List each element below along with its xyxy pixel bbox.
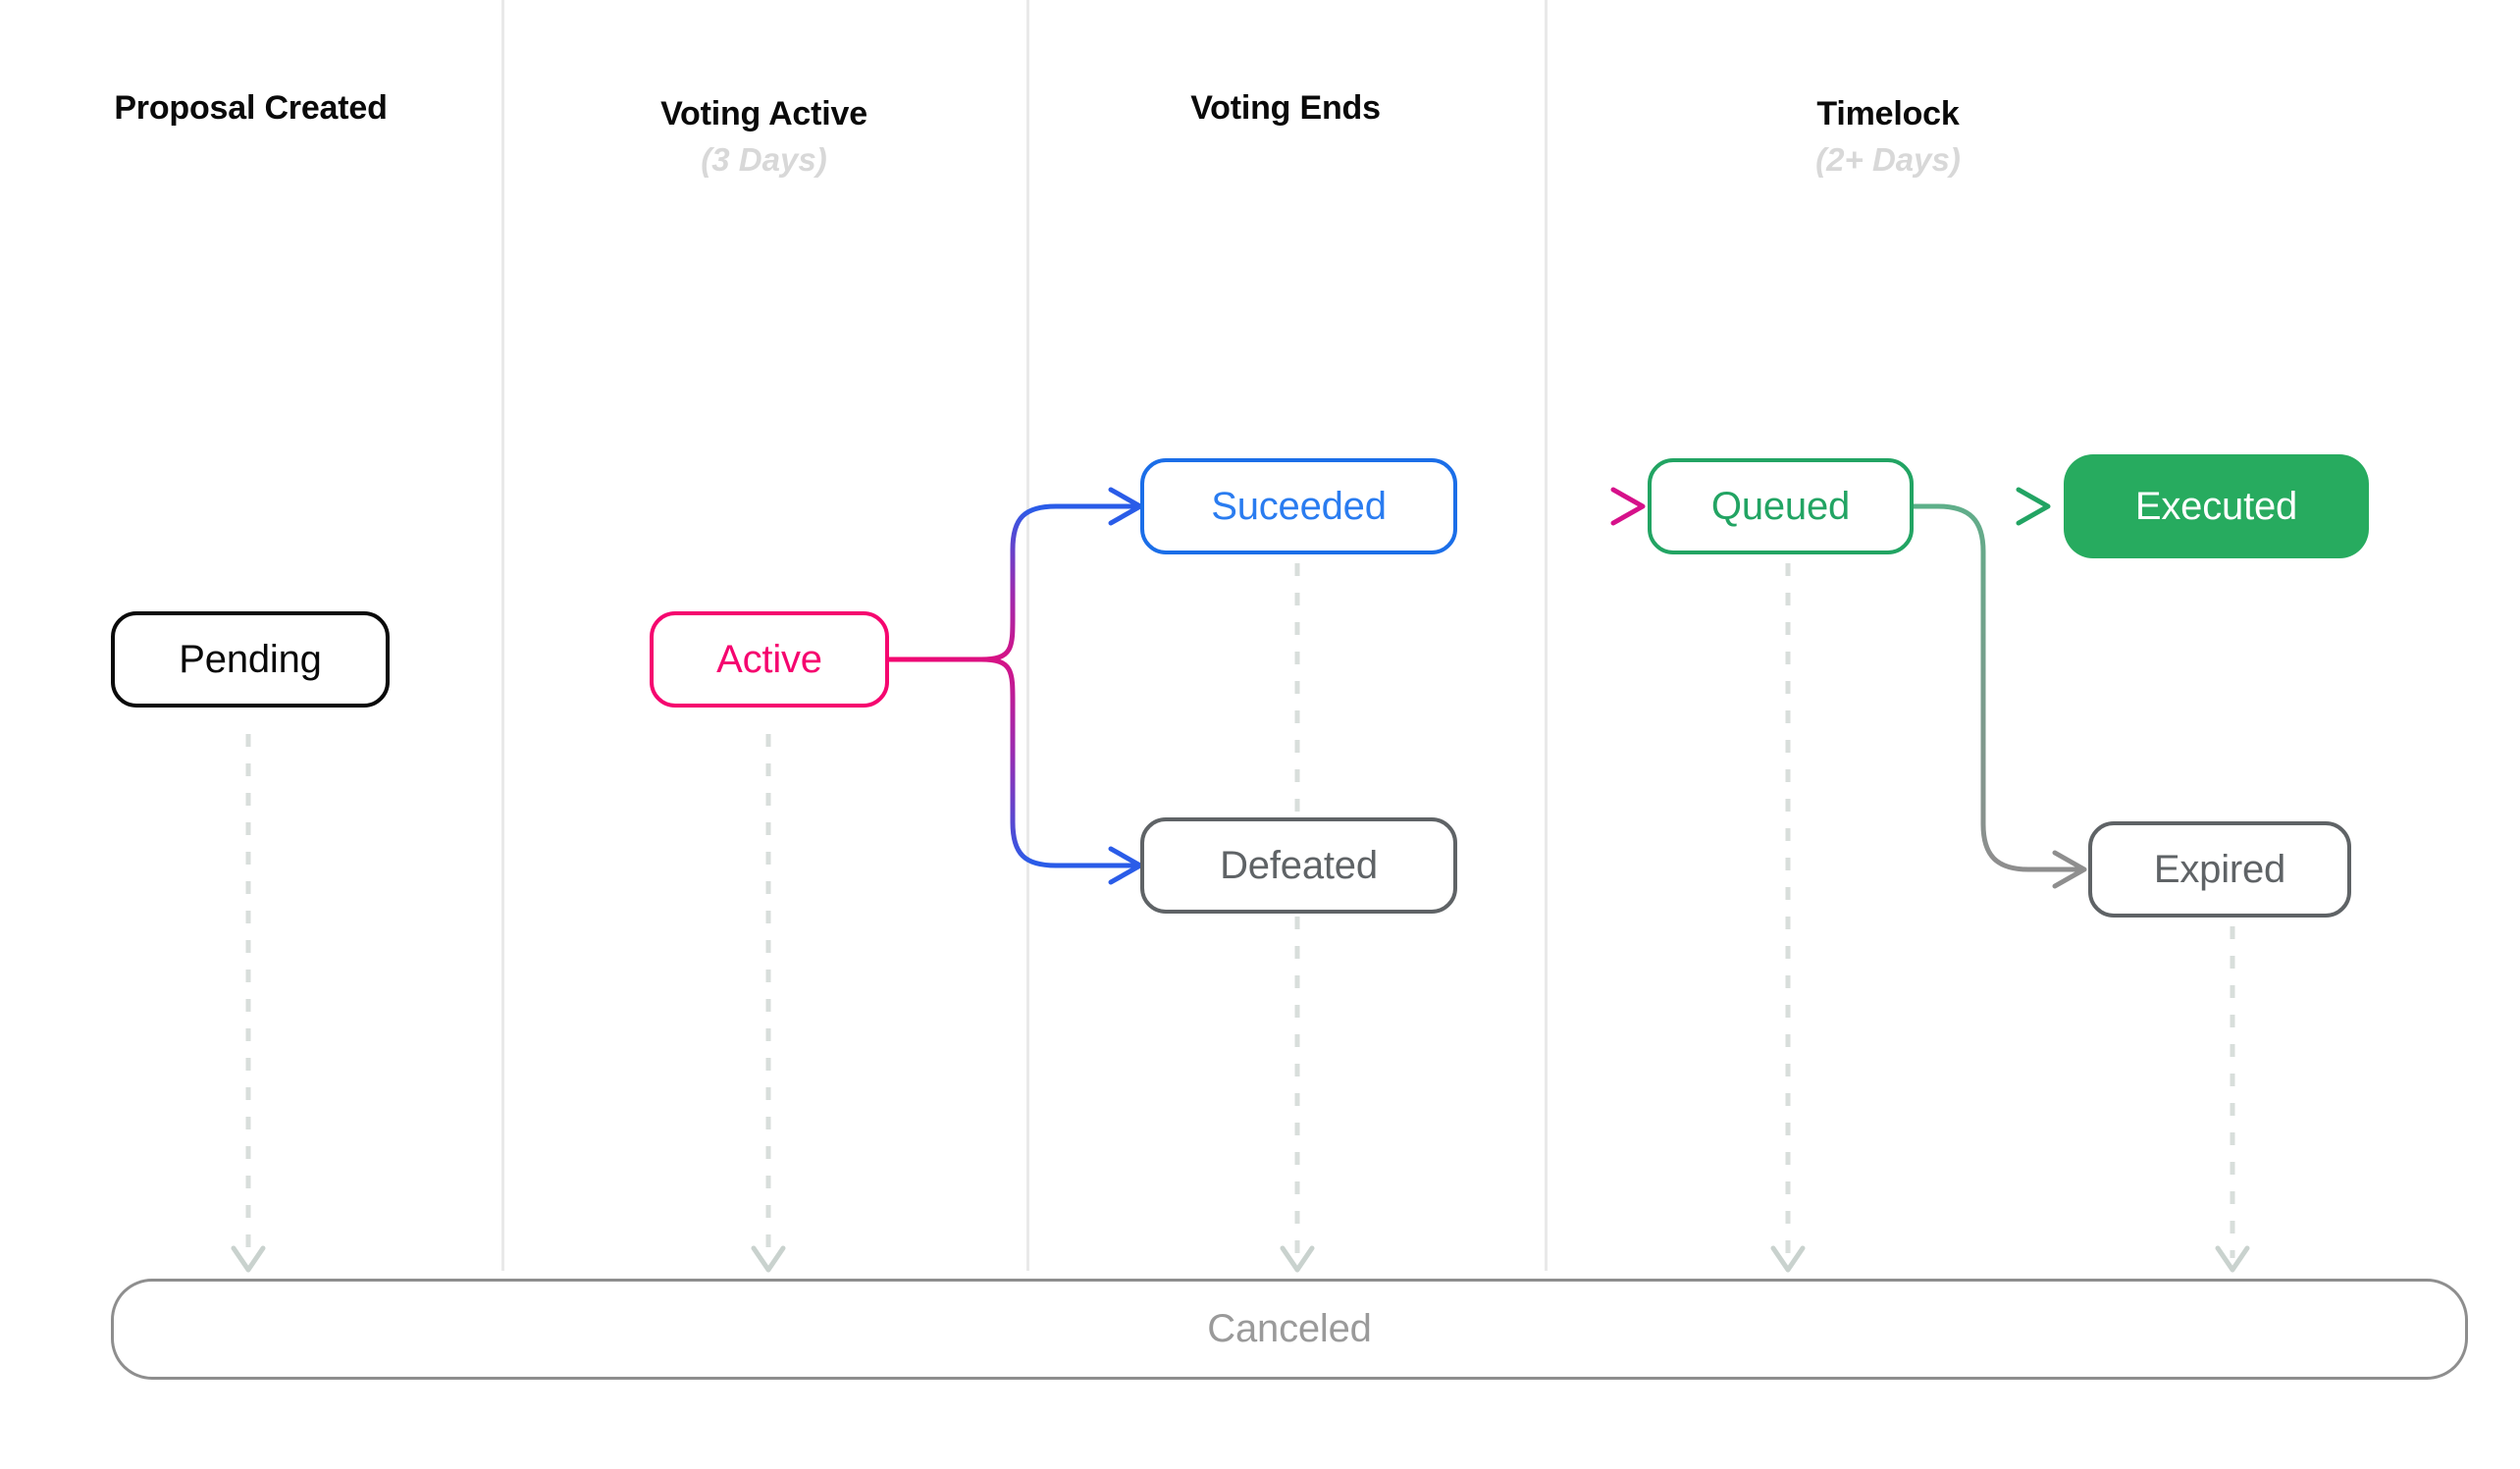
phase-header-voting-ends: Voting Ends xyxy=(1026,89,1545,127)
node-label: Queued xyxy=(1710,484,1851,528)
node-expired[interactable]: Expired xyxy=(2088,821,2351,918)
node-label: Pending xyxy=(179,637,322,681)
node-defeated[interactable]: Defeated xyxy=(1140,817,1457,914)
phase-header-proposal-created: Proposal Created xyxy=(0,89,501,127)
node-executed[interactable]: Executed xyxy=(2064,454,2369,558)
column-divider-3 xyxy=(1545,0,1548,1271)
node-canceled[interactable]: Canceled xyxy=(111,1279,2468,1380)
node-succeeded[interactable]: Suceeded xyxy=(1140,458,1457,554)
node-label: Expired xyxy=(2153,847,2286,891)
phase-header-voting-active: Voting Active (3 Days) xyxy=(501,95,1026,179)
edge-expired-to-canceled xyxy=(2215,926,2250,1273)
phase-title: Proposal Created xyxy=(114,89,388,127)
node-label: Defeated xyxy=(1220,843,1378,887)
column-divider-1 xyxy=(501,0,504,1271)
node-label: Executed xyxy=(2134,484,2298,528)
edge-queued-to-canceled xyxy=(1770,563,1806,1273)
edge-active-to-succeeded xyxy=(886,487,1143,662)
phase-subtitle: (2+ Days) xyxy=(1815,141,1961,179)
node-active[interactable]: Active xyxy=(650,611,889,708)
node-label: Suceeded xyxy=(1211,484,1387,528)
phase-title: Voting Active xyxy=(660,95,867,132)
node-pending[interactable]: Pending xyxy=(111,611,390,708)
edge-pending-to-active xyxy=(390,640,696,679)
node-label: Canceled xyxy=(1207,1307,1372,1350)
phase-subtitle: (3 Days) xyxy=(701,141,827,179)
edge-succeeded-to-canceled xyxy=(1280,563,1315,1273)
edge-succeeded-to-queued xyxy=(1457,487,1646,526)
edge-queued-to-expired xyxy=(1911,503,2087,889)
edge-active-to-canceled xyxy=(751,734,786,1273)
edge-pending-to-canceled xyxy=(231,734,266,1273)
phase-title: Voting Ends xyxy=(1190,89,1381,127)
node-label: Active xyxy=(716,637,822,681)
edge-queued-to-executed xyxy=(1914,487,2051,526)
node-queued[interactable]: Queued xyxy=(1648,458,1914,554)
phase-header-timelock: Timelock (2+ Days) xyxy=(1545,95,2231,179)
edge-active-to-defeated xyxy=(886,656,1143,885)
phase-title: Timelock xyxy=(1816,95,1960,132)
column-divider-2 xyxy=(1026,0,1029,1271)
